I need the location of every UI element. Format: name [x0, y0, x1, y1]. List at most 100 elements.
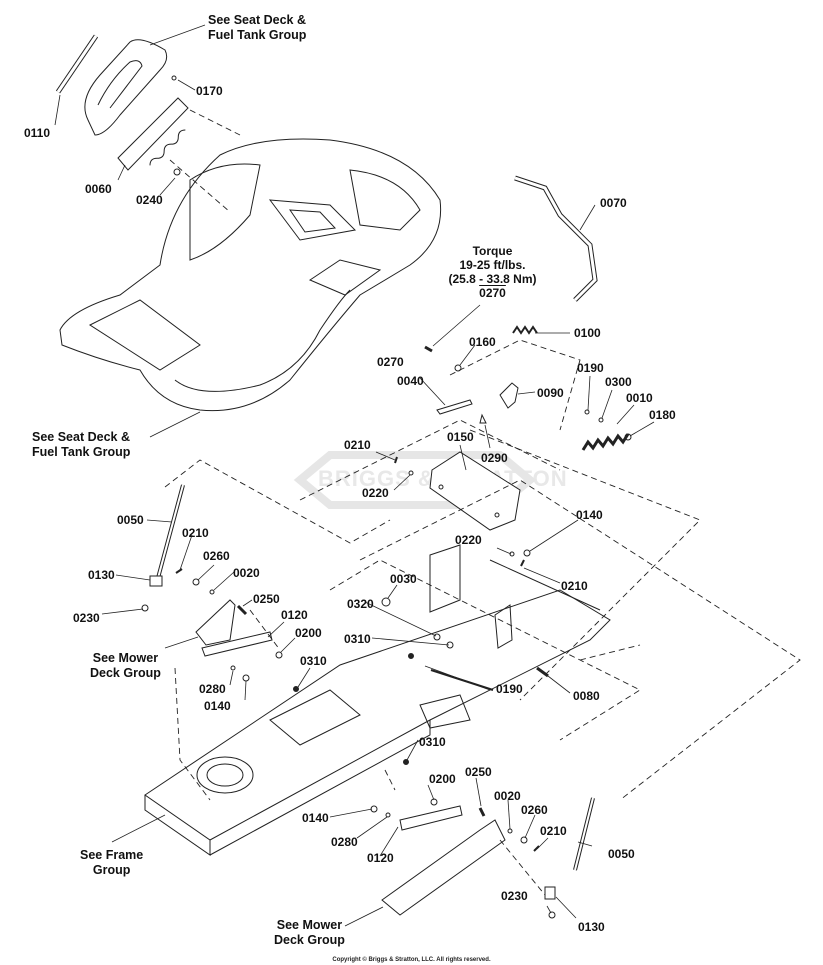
part-0250-stud-left — [236, 604, 248, 616]
part-0250-stud-bottom — [478, 807, 486, 817]
callout-0140-bottom[interactable]: 0140 — [302, 811, 329, 825]
part-0120-strap-left — [201, 631, 273, 657]
part-0020-nut-left — [209, 589, 215, 595]
callout-0030[interactable]: 0030 — [390, 572, 417, 586]
torque-note: Torque 19-25 ft/lbs. (25.8 - 33.8 Nm) 02… — [440, 244, 545, 300]
callout-0180[interactable]: 0180 — [649, 408, 676, 422]
callout-0210-right[interactable]: 0210 — [561, 579, 588, 593]
part-0220-washer-top — [408, 470, 414, 476]
callout-0200-left[interactable]: 0200 — [295, 626, 322, 640]
part-0240-nut — [173, 168, 181, 176]
callout-0050-left[interactable]: 0050 — [117, 513, 144, 527]
callout-0060[interactable]: 0060 — [85, 182, 112, 196]
callout-0210-top[interactable]: 0210 — [344, 438, 371, 452]
torque-part[interactable]: 0270 — [479, 286, 506, 300]
callout-0230-left[interactable]: 0230 — [73, 611, 100, 625]
part-0320-spacer — [433, 633, 441, 641]
callout-0230-bottom[interactable]: 0230 — [501, 889, 528, 903]
callout-0240[interactable]: 0240 — [136, 193, 163, 207]
part-0190-pin — [584, 409, 590, 415]
part-0110-rod — [55, 34, 99, 94]
callout-0210-bottom[interactable]: 0210 — [540, 824, 567, 838]
part-0210-pin-top — [394, 456, 398, 464]
part-0170-screw — [171, 75, 177, 81]
part-0260-washer-bottom — [520, 836, 528, 844]
part-0230-nut-left — [141, 604, 149, 612]
part-0230-nut-bottom — [548, 911, 556, 919]
callout-0050-bottom[interactable]: 0050 — [608, 847, 635, 861]
group-ref-mower-deck-bottom[interactable]: See Mower Deck Group — [274, 918, 345, 948]
callout-0170[interactable]: 0170 — [196, 84, 223, 98]
group-ref-mower-deck-left[interactable]: See Mower Deck Group — [90, 651, 161, 681]
callout-0310-b[interactable]: 0310 — [344, 632, 371, 646]
callout-0020-bottom[interactable]: 0020 — [494, 789, 521, 803]
group-ref-seat-deck-top[interactable]: See Seat Deck & Fuel Tank Group — [208, 13, 306, 43]
callout-0250-bottom[interactable]: 0250 — [465, 765, 492, 779]
part-0310-nut-d — [403, 759, 409, 765]
part-0180-clip — [624, 433, 632, 441]
part-0140-bolt-left — [242, 674, 250, 682]
callout-0140-right[interactable]: 0140 — [576, 508, 603, 522]
torque-metric: (25.8 - 33.8 Nm) — [448, 272, 537, 286]
group-ref-line2: Fuel Tank Group — [32, 445, 131, 459]
callout-0260-bottom[interactable]: 0260 — [521, 803, 548, 817]
part-0300-washer — [598, 417, 604, 423]
part-0260-washer-left — [192, 578, 200, 586]
part-0010-spring — [581, 433, 630, 451]
callout-0160[interactable]: 0160 — [469, 335, 496, 349]
callout-0290[interactable]: 0290 — [481, 451, 508, 465]
part-0150-bracket — [429, 451, 521, 531]
callout-0190-frame[interactable]: 0190 — [496, 682, 523, 696]
callout-0020-left[interactable]: 0020 — [233, 566, 260, 580]
group-ref-line1: See Seat Deck & — [32, 430, 130, 444]
callout-0310-a[interactable]: 0310 — [300, 654, 327, 668]
callout-0150[interactable]: 0150 — [447, 430, 474, 444]
callout-0070[interactable]: 0070 — [600, 196, 627, 210]
group-ref-line2: Group — [92, 863, 131, 877]
callout-0280-left[interactable]: 0280 — [199, 682, 226, 696]
callout-0220-right[interactable]: 0220 — [455, 533, 482, 547]
callout-0130-left[interactable]: 0130 — [88, 568, 115, 582]
callout-0080[interactable]: 0080 — [573, 689, 600, 703]
callout-0010[interactable]: 0010 — [626, 391, 653, 405]
callout-0310-c[interactable]: 0310 — [419, 735, 446, 749]
part-0080-bolt — [536, 666, 549, 678]
callout-0200-bottom[interactable]: 0200 — [429, 772, 456, 786]
part-0130-block-bottom — [544, 886, 556, 900]
part-seat-deck — [59, 138, 442, 412]
callout-0100[interactable]: 0100 — [574, 326, 601, 340]
part-0120-strap-bottom — [399, 805, 463, 831]
callout-0220-top[interactable]: 0220 — [362, 486, 389, 500]
group-ref-line2: Deck Group — [274, 933, 345, 947]
group-ref-line2: Deck Group — [90, 666, 161, 680]
mower-deck-bracket-bottom — [381, 819, 506, 916]
part-0210-pin-right — [520, 559, 525, 567]
part-0270-bolt — [424, 345, 433, 353]
group-ref-line1: See Mower — [276, 918, 343, 932]
part-0210-pin-bottom — [533, 845, 540, 852]
callout-0260-left[interactable]: 0260 — [203, 549, 230, 563]
callout-0090[interactable]: 0090 — [537, 386, 564, 400]
callout-0300[interactable]: 0300 — [605, 375, 632, 389]
part-frame — [144, 544, 611, 856]
callout-0320[interactable]: 0320 — [347, 597, 374, 611]
part-0290-cap — [479, 413, 487, 424]
torque-title: Torque — [472, 244, 513, 258]
callout-0250-left[interactable]: 0250 — [253, 592, 280, 606]
callout-0210-left[interactable]: 0210 — [182, 526, 209, 540]
callout-0120-left[interactable]: 0120 — [281, 608, 308, 622]
copyright-notice: Copyright © Briggs & Stratton, LLC. All … — [332, 957, 491, 963]
callout-0040[interactable]: 0040 — [397, 374, 424, 388]
part-0160-washer — [454, 364, 462, 372]
part-0100-spring — [512, 325, 538, 335]
callout-0270[interactable]: 0270 — [377, 355, 404, 369]
callout-0120-bottom[interactable]: 0120 — [367, 851, 394, 865]
group-ref-frame[interactable]: See Frame Group — [80, 848, 143, 878]
part-0310-nut-c — [408, 653, 414, 659]
callout-0280-bottom[interactable]: 0280 — [331, 835, 358, 849]
callout-0110[interactable]: 0110 — [24, 126, 51, 140]
callout-0140-left[interactable]: 0140 — [204, 699, 231, 713]
callout-0190[interactable]: 0190 — [577, 361, 604, 375]
callout-0130-bottom[interactable]: 0130 — [578, 920, 605, 934]
group-ref-seat-deck-bottom[interactable]: See Seat Deck & Fuel Tank Group — [32, 430, 130, 460]
